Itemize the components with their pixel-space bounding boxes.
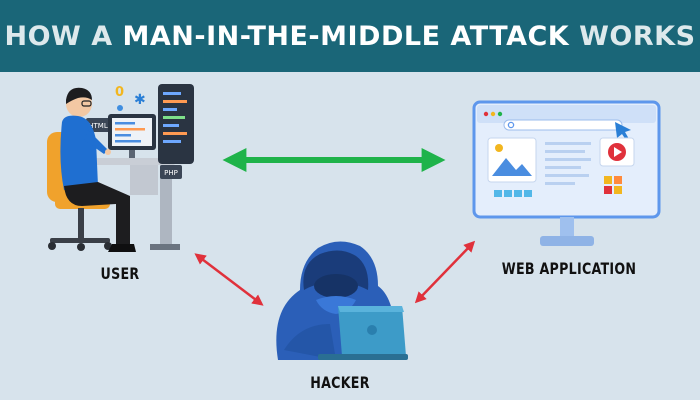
- play-button-icon: [608, 143, 626, 161]
- user-label: USER: [100, 264, 140, 283]
- svg-text:✱: ✱: [134, 92, 146, 108]
- title-banner: HOW A MAN-IN-THE-MIDDLE ATTACK WORKS: [0, 0, 700, 72]
- user-hacker-arrow: [194, 253, 264, 306]
- title-part-2: MAN-IN-THE-MIDDLE ATTACK: [122, 20, 570, 52]
- cursor-icon: [615, 122, 631, 140]
- search-icon: [507, 121, 515, 129]
- html-tag: HTML: [88, 122, 108, 130]
- title-part-1: HOW A: [4, 20, 113, 52]
- web-application-label: WEB APPLICATION: [501, 259, 637, 278]
- php-tag: PHP: [164, 169, 178, 177]
- browser-window-icon: [472, 100, 661, 246]
- title-part-3: WORKS: [579, 20, 696, 52]
- page-title: HOW A MAN-IN-THE-MIDDLE ATTACK WORKS: [4, 21, 695, 52]
- hacker-label: HACKER: [310, 373, 370, 392]
- hacker-webapp-arrow: [414, 240, 476, 304]
- developer-at-desk-icon: HTML PHP 0 ✱: [47, 84, 194, 252]
- laptop-icon: [318, 306, 408, 360]
- svg-text:0: 0: [115, 85, 124, 100]
- image-icon: [492, 144, 532, 176]
